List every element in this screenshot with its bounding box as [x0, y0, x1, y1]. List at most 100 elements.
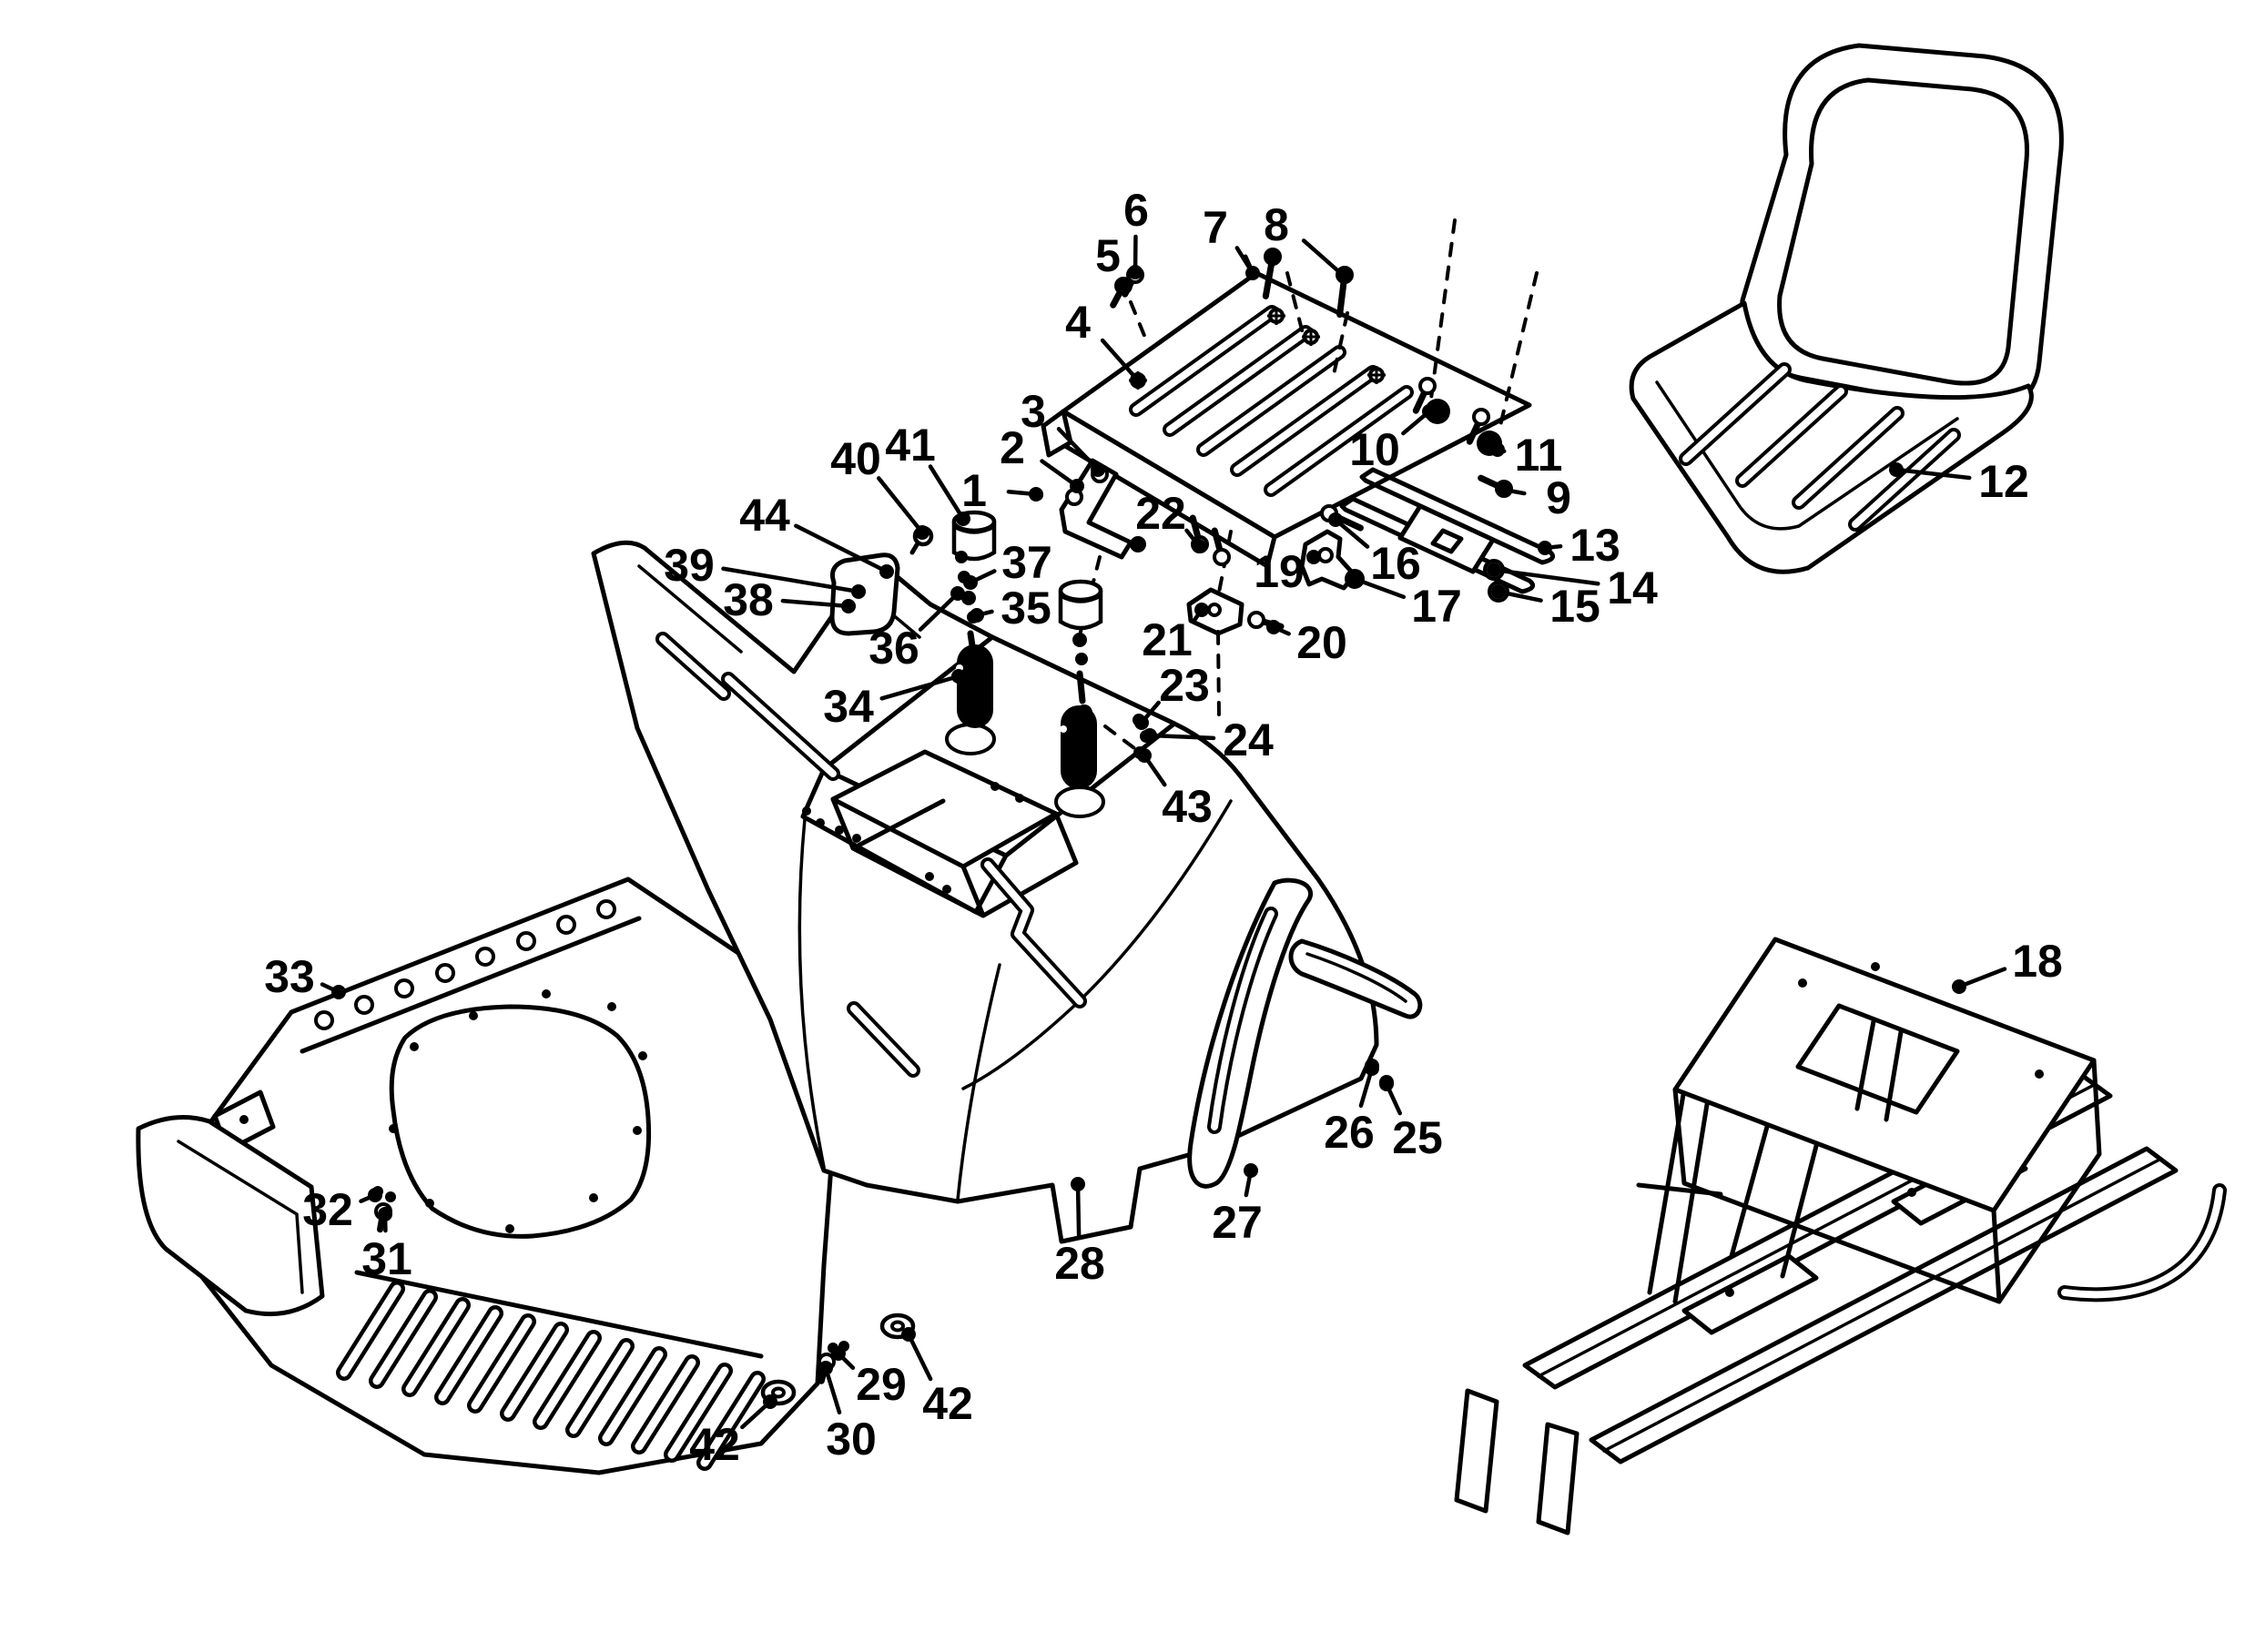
hardware-dot5	[1725, 1288, 1734, 1297]
hardware-dot5	[542, 989, 551, 998]
hardware-screw	[1072, 633, 1087, 647]
part-label-8: 8	[1264, 199, 1289, 250]
leader-dot-part-36	[950, 586, 965, 601]
hardware-dot5	[990, 782, 1000, 791]
leader-line-part-24	[1147, 733, 1216, 741]
part-label-21: 21	[1142, 614, 1193, 665]
leader-line-part-39	[721, 566, 861, 594]
leader-line-part-8	[1301, 238, 1347, 279]
dashed-construction-line	[1285, 271, 1305, 339]
hardware-dot5	[607, 1002, 616, 1011]
hardware-dot5	[835, 826, 844, 835]
leader-dot-part-5	[1116, 277, 1131, 291]
part-label-30: 30	[826, 1414, 877, 1465]
leader-line-part-3	[1056, 427, 1101, 472]
leader-lines	[320, 234, 2007, 1430]
part-label-12: 12	[1978, 456, 2029, 507]
hardware-screw	[385, 1191, 396, 1202]
hardware-pin	[1076, 670, 1086, 704]
part-label-35: 35	[1001, 583, 1051, 633]
part-label-36: 36	[868, 623, 919, 674]
leader-dot-part-21	[1194, 603, 1209, 617]
hardware-screw	[955, 551, 968, 563]
dashed-construction-line	[1129, 300, 1149, 344]
hardware-dot5	[425, 1199, 434, 1208]
hardware-bolt	[1466, 408, 1490, 445]
leader-dot-part-44	[879, 564, 894, 579]
part-label-1: 1	[961, 465, 987, 516]
part-label-15: 15	[1549, 581, 1600, 632]
leader-dot-part-31	[378, 1207, 392, 1221]
hardware-screw	[961, 591, 976, 605]
pivot-bracket-part-19	[1299, 529, 1357, 591]
leader-dot-part-40	[915, 525, 929, 540]
part-label-25: 25	[1392, 1112, 1443, 1163]
part-label-33: 33	[264, 951, 315, 1002]
leader-dot-part-11	[1490, 442, 1505, 457]
part-label-42: 42	[689, 1419, 740, 1470]
leader-line-part-40	[877, 476, 925, 535]
part-label-17: 17	[1411, 581, 1462, 632]
hardware-screw	[1075, 653, 1088, 665]
part-label-28: 28	[1054, 1238, 1105, 1289]
fender-body-part-28	[591, 540, 1379, 1244]
hardware-dot5	[1871, 962, 1880, 971]
part-label-31: 31	[361, 1233, 412, 1284]
part-label-11: 11	[1515, 430, 1563, 481]
leader-dot-part-17	[1347, 572, 1362, 586]
leader-dot-part-35	[970, 608, 984, 623]
leader-line-part-36	[918, 591, 960, 632]
leader-dot-part-4	[1131, 373, 1145, 388]
part-label-7: 7	[1203, 202, 1228, 253]
seat-part-12	[1629, 43, 2064, 574]
hardware-dot5	[389, 1124, 398, 1133]
side-trim-strip-part-27	[1187, 877, 1314, 1189]
hardware-dot5	[633, 1126, 642, 1135]
leader-dot-part-20	[1266, 620, 1281, 634]
hardware-dot5	[469, 1011, 478, 1020]
leader-dot-part-2	[1070, 479, 1084, 493]
leader-dot-part-30	[818, 1361, 833, 1375]
part-label-18: 18	[2012, 936, 2063, 987]
part-label-4: 4	[1065, 297, 1091, 348]
leader-line-part-17	[1352, 576, 1407, 600]
part-label-38: 38	[723, 574, 774, 625]
hardware-dot5	[1015, 794, 1024, 803]
leader-line-part-42	[906, 1332, 933, 1382]
leader-dot-part-19	[1306, 550, 1321, 564]
part-label-10: 10	[1349, 424, 1400, 475]
hardware-cross	[1267, 307, 1285, 325]
leader-dot-part-41	[956, 512, 970, 526]
leader-dot-part-29	[831, 1346, 846, 1361]
hardware-dot5	[816, 818, 825, 827]
part-label-44: 44	[739, 490, 790, 541]
leader-line-part-4	[1100, 338, 1141, 383]
leader-dot-part-10	[1422, 404, 1437, 419]
part-label-27: 27	[1212, 1197, 1263, 1248]
part-label-23: 23	[1159, 660, 1210, 711]
leader-dot-part-42	[901, 1327, 916, 1342]
leader-dot-part-43	[1137, 748, 1152, 763]
leader-dot-part-7	[1245, 266, 1260, 280]
part-label-26: 26	[1324, 1107, 1375, 1158]
hardware-screw	[1130, 536, 1146, 552]
leader-line-part-34	[879, 674, 961, 701]
leader-line-part-41	[928, 464, 966, 522]
hardware-dot5	[802, 806, 811, 816]
leader-dot-part-6	[1128, 265, 1143, 279]
dashed-construction-line	[1079, 555, 1102, 633]
hardware-dot5	[925, 872, 934, 881]
side-trim-strip-right	[1288, 938, 1423, 1019]
part-label-22: 22	[1135, 488, 1186, 539]
hardware-bolt	[1211, 527, 1231, 566]
part-label-14: 14	[1607, 562, 1658, 613]
leader-dot-part-15	[1491, 584, 1506, 599]
hardware-dot5	[239, 1115, 249, 1124]
part-label-6: 6	[1123, 185, 1149, 236]
part-label-39: 39	[664, 540, 715, 591]
construction-dashed-lines	[1079, 218, 1539, 750]
part-label-20: 20	[1296, 617, 1347, 668]
leader-dot-part-23	[1134, 715, 1149, 730]
